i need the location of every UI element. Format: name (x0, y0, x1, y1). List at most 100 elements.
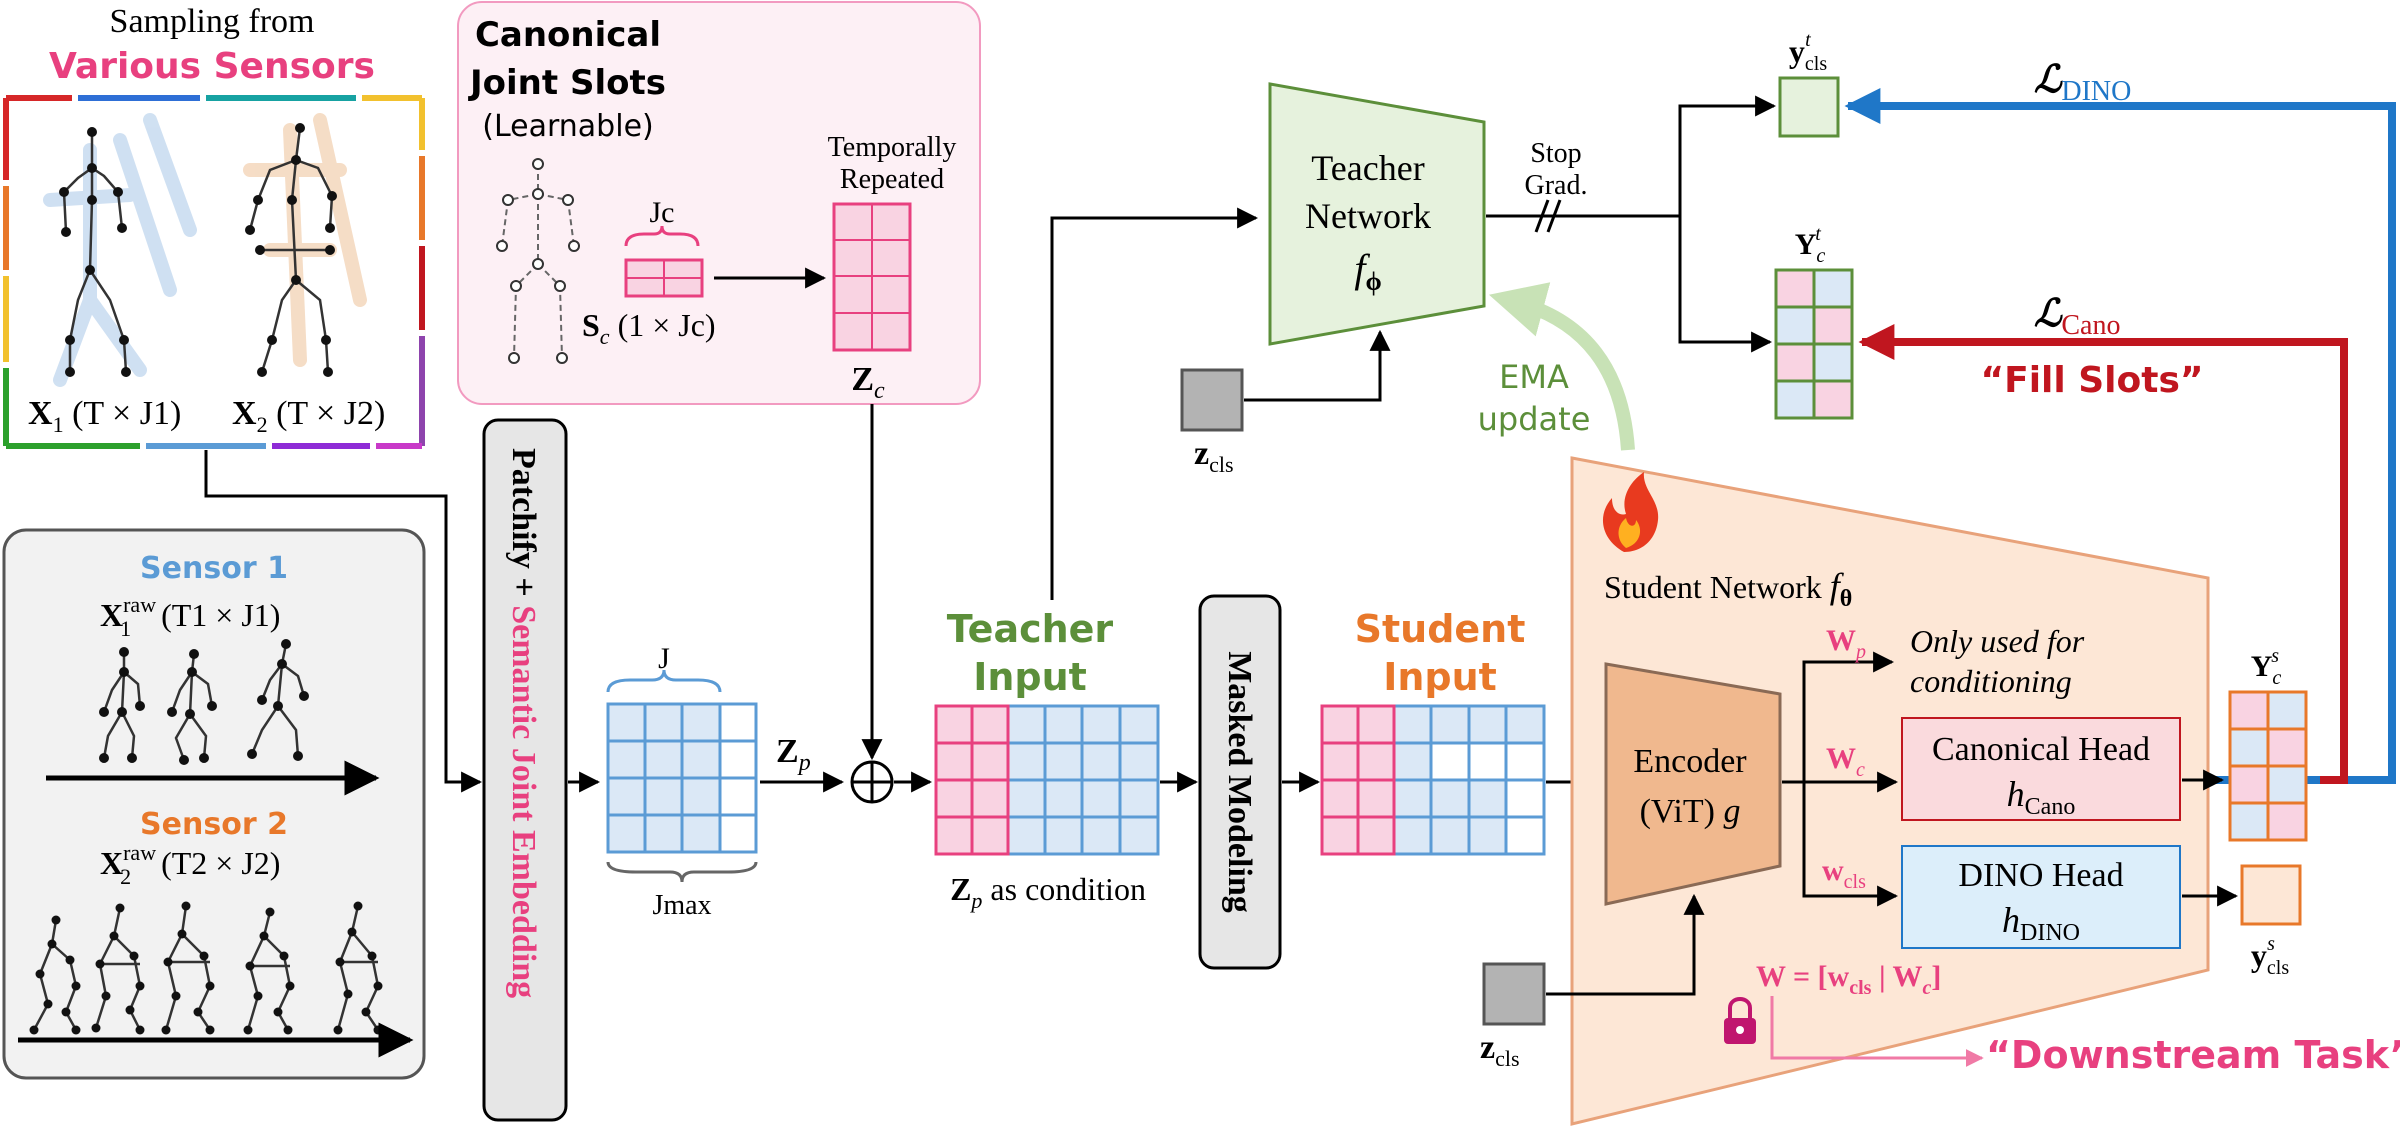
teacher-cls-token: zcls (1180, 368, 1244, 477)
downstream-arrow (1770, 996, 1984, 1067)
wcls-arrow (1802, 782, 1899, 907)
wp-label: Wp (1826, 624, 1866, 663)
canonical-subtitle: (Learnable) (482, 109, 653, 144)
encoder-label-2: (ViT) g (1640, 793, 1741, 830)
zp-label: Zp (776, 733, 811, 776)
teacher-input: Teacher Input Zp as condition (934, 607, 1160, 913)
ycls-t-label: yclst (1789, 29, 1827, 75)
fire-icon (1602, 472, 1659, 552)
sampling-panel: Sampling from Various Sensors (3, 3, 425, 449)
canonical-head (1901, 717, 2181, 821)
sensor-color-frame (3, 95, 425, 449)
teacher-zcls-arrow (1244, 329, 1391, 402)
fill-slots-label: “Fill Slots” (1980, 360, 2203, 401)
student-cls-output: yclss (2240, 864, 2302, 979)
student-input-title-1: Student (1355, 607, 1526, 651)
teacher-canonical-output: Yct (1774, 223, 1854, 420)
sensor-2-title: Sensor 2 (140, 807, 288, 842)
x1-label: X1 (T × J1) (28, 395, 181, 437)
stop-label: Stop (1530, 138, 1581, 169)
student-zcls-label: zcls (1480, 1029, 1520, 1071)
wcls-label: wcls (1822, 854, 1866, 893)
wc-label: Wc (1826, 742, 1865, 781)
jmax-label: Jmax (652, 890, 711, 921)
sampling-subtitle: Various Sensors (49, 46, 375, 87)
skeleton-ghost-2 (243, 113, 367, 367)
ycls-s-label: yclss (2251, 933, 2289, 979)
patch-grid: J Jmax (606, 642, 758, 921)
canonical-title-1: Canonical (475, 15, 661, 55)
teacher-zcls-label: zcls (1194, 435, 1234, 477)
student-zcls-arrow (1546, 893, 1705, 996)
canonical-head-label: Canonical Head (1932, 731, 2150, 768)
temporally-label: Temporally (828, 132, 957, 163)
jmax-brace (606, 861, 758, 883)
downstream-task-label: “Downstream Task” (1986, 1033, 2400, 1077)
encoder-label-1: Encoder (1633, 743, 1747, 780)
dino-head-fn: hDINO (2002, 900, 2080, 946)
dino-head (1901, 845, 2181, 949)
skeleton-2-joints (245, 123, 337, 377)
loss-cano-path (1858, 324, 2348, 784)
teacher-cls-output: yclst (1778, 29, 1840, 138)
zc-label: Zc (851, 361, 885, 404)
teacher-input-caption: Zp as condition (950, 871, 1146, 913)
ema-label-1: EMA (1499, 358, 1569, 396)
sensor-1-joints (99, 639, 309, 765)
teacher-to-yc-arrow (1678, 216, 1773, 353)
sum-node (850, 760, 894, 804)
patchify-label: Patchify + Semantic Joint Embedding (505, 448, 542, 998)
ema-arrow (1488, 282, 1635, 451)
patchify-block: Patchify + Semantic Joint Embedding (482, 418, 568, 1122)
sensor-2-joints (29, 901, 383, 1035)
skeleton-2 (248, 127, 334, 373)
sensor-1-title: Sensor 1 (140, 551, 288, 586)
sensor-1-skeletons (102, 643, 306, 761)
student-canonical-output: Ycs (2228, 645, 2308, 842)
ema-label-2: update (1478, 400, 1591, 438)
j-label: J (658, 642, 670, 675)
jc-brace (624, 225, 700, 247)
sampling-title: Sampling from (110, 3, 315, 40)
sc-label: Sc (1 × Jc) (582, 307, 716, 349)
only-used-label-1: Only used for (1910, 623, 2085, 659)
teacher-input-title-2: Input (973, 655, 1087, 699)
canonical-skeleton-joints (496, 158, 580, 364)
only-used-label-2: conditioning (1910, 663, 2072, 699)
canonical-head-fn: hCano (2007, 774, 2076, 820)
yc-s-label: Ycs (2251, 645, 2282, 689)
teacher-input-title-1: Teacher (947, 607, 1114, 651)
teacher-network: Teacher Network fϕ (1268, 82, 1486, 346)
skeleton-1-joints (59, 127, 131, 377)
canonical-title-2: Joint Slots (468, 63, 666, 103)
student-cls-token: zcls (1480, 962, 1546, 1071)
yc-t-label: Yct (1795, 223, 1826, 267)
j-brace (606, 669, 722, 693)
teacher-network-title-1: Teacher (1311, 148, 1424, 188)
masked-modeling-label: Masked Modeling (1221, 651, 1258, 913)
jc-label: Jc (650, 196, 675, 229)
teacher-to-ycls-arrow (1678, 95, 1777, 216)
grad-label: Grad. (1525, 170, 1588, 201)
zc-grid (832, 202, 912, 352)
sampling-to-patchify-arrow (204, 450, 483, 793)
canonical-slots-panel: Canonical Joint Slots (Learnable) Jc Sc … (457, 1, 981, 405)
dino-head-label: DINO Head (1958, 857, 2123, 894)
student-network: Student Network fθ Encoder (ViT) g Wp Wc… (1570, 456, 2210, 1126)
loss-dino-label: ℒDINO (2034, 59, 2131, 107)
teacher-input-to-teacher-arrow (1050, 207, 1259, 600)
student-input-title-2: Input (1383, 655, 1497, 699)
loss-cano-label: ℒCano (2034, 293, 2120, 341)
student-input: Student Input (1320, 607, 1546, 856)
repeated-label: Repeated (840, 164, 944, 195)
teacher-network-title-2: Network (1305, 196, 1431, 236)
lock-icon (1724, 997, 1756, 1044)
wp-arrow (1802, 651, 1895, 782)
encoder-block (1604, 662, 1782, 906)
w-equation: W = [wcls | Wc] (1756, 960, 1941, 999)
x2-label: X2 (T × J2) (232, 395, 385, 437)
